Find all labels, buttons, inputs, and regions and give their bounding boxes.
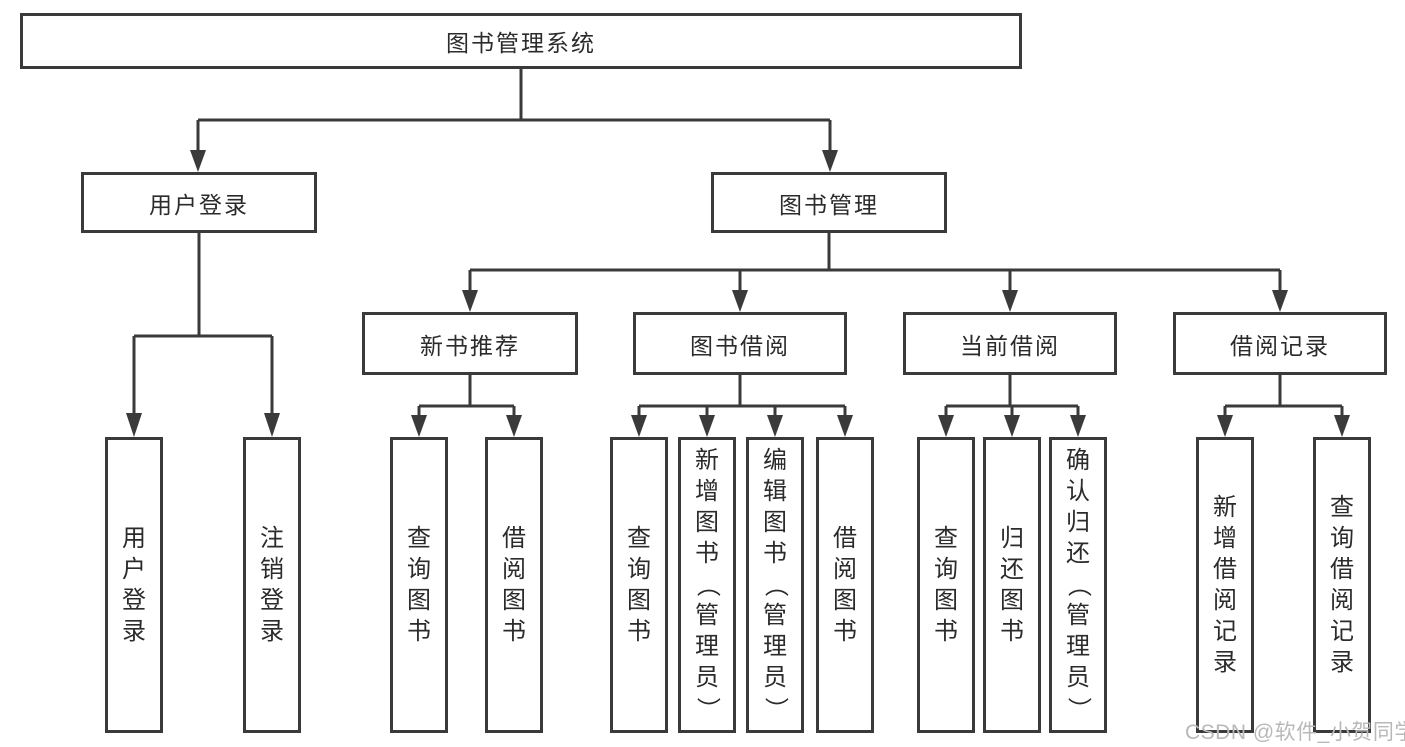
node-label: 图书管理系统 <box>446 30 596 56</box>
node-label: 归还图书 <box>1000 524 1024 645</box>
node-label: 借阅图书 <box>502 524 526 645</box>
node-label: 确认归还（管理员） <box>1065 447 1092 722</box>
connector-borrow-records-children <box>1217 375 1350 437</box>
leaf-add-borrow-record: 新增借阅记录 <box>1196 437 1254 733</box>
leaf-query-books-current: 查询图书 <box>917 437 975 733</box>
node-label: 用户登录 <box>149 191 249 218</box>
leaf-query-books-recommend: 查询图书 <box>390 437 448 733</box>
node-borrow-records: 借阅记录 <box>1173 312 1387 375</box>
node-user-login: 用户登录 <box>81 172 317 233</box>
node-label: 查询图书 <box>934 524 958 645</box>
node-book-borrow: 图书借阅 <box>633 312 847 375</box>
connector-book-borrow-children <box>631 375 853 437</box>
node-label: 新增图书（管理员） <box>694 447 721 722</box>
node-library-management-system: 图书管理系统 <box>20 13 1022 69</box>
node-label: 借阅图书 <box>833 524 857 645</box>
node-new-book-recommend: 新书推荐 <box>362 312 578 375</box>
leaf-confirm-return-admin: 确认归还（管理员） <box>1049 437 1107 733</box>
connector-book-management-children <box>462 233 1288 312</box>
node-label: 查询借阅记录 <box>1330 493 1354 676</box>
node-current-borrow: 当前借阅 <box>903 312 1117 375</box>
node-label: 查询图书 <box>627 524 651 645</box>
leaf-user-login: 用户登录 <box>105 437 163 733</box>
leaf-edit-books-admin: 编辑图书（管理员） <box>746 437 804 733</box>
node-label: 查询图书 <box>407 524 431 645</box>
leaf-query-borrow-record: 查询借阅记录 <box>1313 437 1371 733</box>
leaf-add-books-admin: 新增图书（管理员） <box>678 437 736 733</box>
node-label: 注销登录 <box>260 524 284 645</box>
leaf-borrow-books-recommend: 借阅图书 <box>485 437 543 733</box>
node-book-management: 图书管理 <box>711 172 947 233</box>
node-label: 借阅记录 <box>1230 332 1330 359</box>
node-label: 图书管理 <box>779 191 879 218</box>
watermark-text: CSDN @软件_小贺同学 <box>1185 721 1405 744</box>
connector-new-book-recommend-children <box>411 375 522 437</box>
node-label: 新书推荐 <box>420 332 520 359</box>
connector-user-login-children <box>126 233 280 437</box>
node-label: 新增借阅记录 <box>1213 493 1237 676</box>
node-label: 图书借阅 <box>690 332 790 359</box>
node-label: 当前借阅 <box>960 332 1060 359</box>
connector-root-to-level2 <box>190 69 838 172</box>
leaf-return-books: 归还图书 <box>983 437 1041 733</box>
leaf-query-books-borrow: 查询图书 <box>610 437 668 733</box>
node-label: 用户登录 <box>122 524 146 645</box>
node-label: 编辑图书（管理员） <box>762 447 789 722</box>
connector-current-borrow-children <box>938 375 1086 437</box>
leaf-logout: 注销登录 <box>243 437 301 733</box>
leaf-borrow-books: 借阅图书 <box>816 437 874 733</box>
